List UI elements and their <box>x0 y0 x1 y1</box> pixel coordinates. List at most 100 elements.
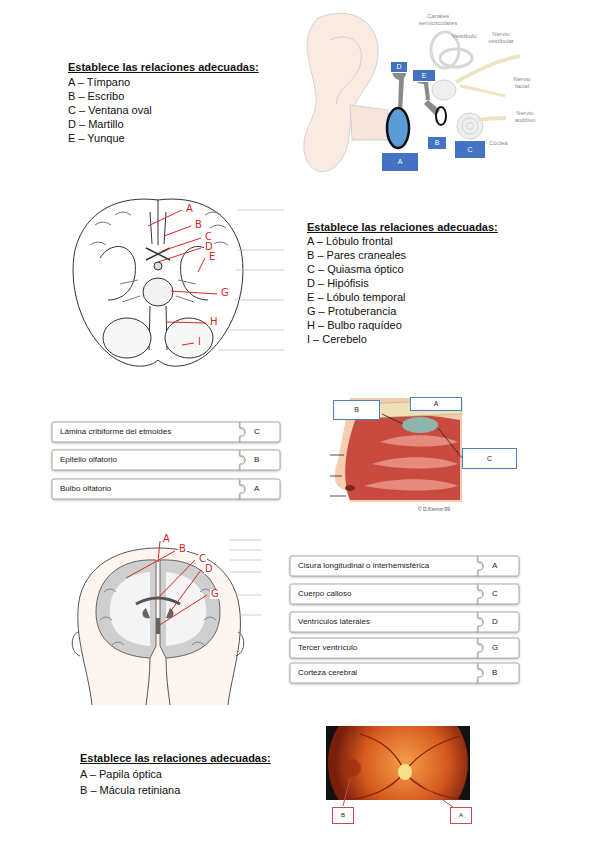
puzzle-outline <box>240 450 280 470</box>
answer-item: D – Hipófisis <box>307 277 369 291</box>
puzzle-letter-piece: A <box>478 556 519 576</box>
ear-canal <box>350 105 388 140</box>
callout-box: A <box>410 397 462 411</box>
callout-box: A <box>450 807 472 824</box>
red-leader-lines <box>148 210 217 345</box>
pons <box>143 278 173 306</box>
cerebellum <box>103 318 151 358</box>
red-leader-lines <box>126 541 207 626</box>
puzzle-outline <box>478 663 519 683</box>
instruction-heading: Establece las relaciones adecuadas: <box>68 61 259 75</box>
ears <box>72 632 244 656</box>
nasal-cavity <box>345 414 460 500</box>
callout-box: E <box>412 69 436 82</box>
puzzle-text-piece: Corteza cerebral <box>290 663 478 683</box>
retina-photo <box>326 693 470 833</box>
answer-item: E – Lóbulo temporal <box>307 291 405 305</box>
puzzle-outline-path <box>52 422 245 442</box>
part-name: Canales semicirculares <box>414 13 462 27</box>
cochlea-turn <box>467 123 474 130</box>
vessels <box>350 734 462 800</box>
ear-illustration <box>304 13 520 171</box>
grey-leader-lines <box>230 540 262 615</box>
box-text: A <box>398 158 403 166</box>
puzzle-outline-path <box>478 556 519 576</box>
concha <box>364 479 458 490</box>
answer-item: C – Quiasma óptico <box>307 263 404 277</box>
callout-letter: B <box>194 220 203 230</box>
puzzle-outline-path <box>240 479 280 499</box>
puzzle-outline <box>478 638 519 658</box>
callout-letter: I <box>197 337 202 347</box>
cerebellum <box>165 318 213 358</box>
box-text: D <box>396 63 401 71</box>
puzzle-outline-path <box>52 450 245 470</box>
puzzle-outline <box>478 556 519 576</box>
grey-leader-lines <box>218 210 284 350</box>
box-text: B <box>492 669 497 678</box>
answer-item: A – Papila óptica <box>80 768 162 782</box>
nose-illustration <box>330 398 462 502</box>
callout-letter: D <box>204 242 214 252</box>
answer-item: B – Mácula retiniana <box>80 784 180 798</box>
answer-item: B – Pares craneales <box>307 249 406 263</box>
callout-box: B <box>427 136 447 150</box>
puzzle-outline-path <box>478 584 519 604</box>
puzzle-text-piece: Bulbo olfatorio <box>52 479 240 499</box>
box-text: B <box>435 139 440 147</box>
answer-item: B – Escribo <box>68 90 124 104</box>
part-name: Nervio auditivo <box>508 110 542 124</box>
answer-item: G – Protuberancia <box>307 305 396 319</box>
box-text: C <box>254 428 260 437</box>
answer-item: C – Ventana oval <box>68 104 152 118</box>
concha <box>380 435 458 446</box>
nostril <box>345 485 355 491</box>
ear-faded-anatomy <box>304 13 520 171</box>
outer-ear <box>304 13 378 171</box>
cranial-nerves <box>120 280 196 302</box>
callout-box: A <box>381 152 419 172</box>
puzzle-outline-path <box>240 422 280 442</box>
vestibule <box>432 80 456 100</box>
puzzle-letter-piece: B <box>240 450 280 470</box>
tympanum <box>387 108 409 148</box>
puzzle-outline-path <box>290 663 483 683</box>
puzzle-outline-path <box>478 612 519 632</box>
box-text: B <box>354 406 359 414</box>
box-text: C <box>487 455 492 463</box>
puzzle-outline-path <box>240 450 280 470</box>
answer-item: I – Cerebelo <box>307 333 367 347</box>
box-text: Tercer ventrículo <box>298 644 357 653</box>
gyri <box>90 212 228 245</box>
ear-fold <box>330 37 361 104</box>
puzzle-letter-piece: B <box>478 663 519 683</box>
box-text: E <box>422 72 427 80</box>
answer-item: E – Yunque <box>68 132 125 146</box>
puzzle-letter-piece: A <box>240 479 280 499</box>
callout-letter: A <box>185 204 194 214</box>
puzzle-text-piece: Cisura longitudinal o interhemisférica <box>290 556 478 576</box>
watermark: © D.Klemm'99 <box>418 507 450 513</box>
puzzle-text-piece: Cuerpo calloso <box>290 584 478 604</box>
box-text: Corteza cerebral <box>298 669 357 678</box>
callout-box: C <box>462 448 517 469</box>
puzzle-outline-path <box>478 638 519 658</box>
brain-inferior-illustration <box>73 199 284 366</box>
part-name: Vestíbulo <box>452 33 477 40</box>
left-hemisphere <box>96 560 156 658</box>
puzzle-outline-path <box>478 663 519 683</box>
head-coronal-illustration <box>72 540 262 705</box>
answer-item: A – Lóbulo frontal <box>307 235 393 249</box>
left-hemisphere <box>73 199 158 366</box>
puzzle-letter-piece: C <box>240 422 280 442</box>
lateral-ventricles <box>143 608 174 618</box>
answer-item: H – Bulbo raquídeo <box>307 319 402 333</box>
callout-letter: G <box>210 589 220 599</box>
box-text: C <box>492 590 498 599</box>
temporal-lobe <box>100 246 135 300</box>
puzzle-letter-piece: D <box>478 612 519 632</box>
puzzle-outline-path <box>290 584 483 604</box>
macula <box>343 759 361 777</box>
right-hemisphere <box>158 199 243 366</box>
